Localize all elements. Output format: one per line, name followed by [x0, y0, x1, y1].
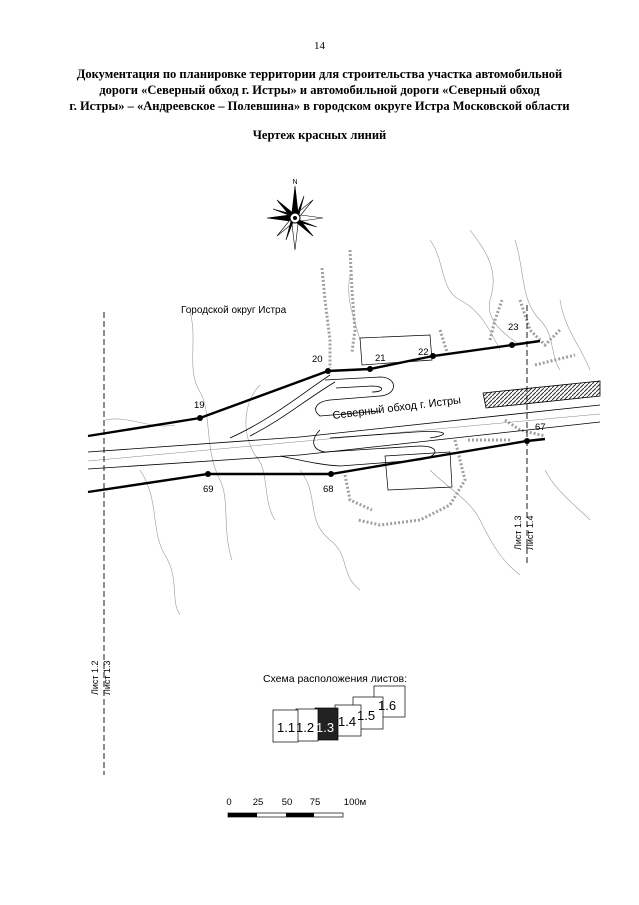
- scale-tick-75: 75: [310, 797, 321, 808]
- sheet-box-1.1: [272, 709, 299, 743]
- parcel-boundaries: [320, 249, 576, 527]
- point-label-69: 69: [203, 484, 214, 495]
- district-label: Городской округ Истра: [181, 305, 287, 316]
- scale-tick-50: 50: [282, 797, 293, 808]
- compass-rose-icon: [266, 185, 324, 251]
- sheet-label-1.5: 1.5: [357, 708, 375, 723]
- interchange-parcels: [359, 334, 453, 491]
- turning-point-67: [524, 438, 530, 444]
- point-label-23: 23: [508, 322, 519, 333]
- sheet-box-1.4: [334, 704, 362, 737]
- scale-tick-100: 100м: [344, 797, 366, 808]
- sheet-label-1.6: 1.6: [378, 698, 396, 713]
- turning-point-20: [325, 368, 331, 374]
- drawing-title: Чертеж красных линий: [252, 128, 387, 142]
- document-title-line-2: дороги «Северный обход г. Истры» и автом…: [99, 83, 540, 97]
- sheet-boundary-left-label-2: Лист 1.3: [102, 660, 112, 695]
- page-number: 14: [314, 40, 325, 52]
- terrain-contours: [104, 229, 591, 616]
- sheet-label-1.2: 1.2: [296, 720, 314, 735]
- turning-point-22: [430, 353, 436, 359]
- sheet-boundary-right-label-1: Лист 1.3: [513, 515, 523, 550]
- point-label-68: 68: [323, 484, 334, 495]
- bridge-structure: [482, 380, 601, 409]
- sheet-boundary-right-label-2: Лист 1.4: [525, 515, 535, 550]
- scale-bar: 0 25 50 75 100м: [226, 797, 366, 818]
- turning-point-21: [367, 366, 373, 372]
- sheet-label-1.4: 1.4: [338, 714, 356, 729]
- point-label-67: 67: [535, 422, 546, 433]
- sheet-boundary-left-label-1: Лист 1.2: [90, 660, 100, 695]
- scale-tick-0: 0: [226, 797, 231, 808]
- document-title: Документация по планировке территории дл…: [30, 66, 609, 114]
- point-label-20: 20: [312, 354, 323, 365]
- compass-north-label: N: [292, 179, 297, 186]
- point-label-21: 21: [375, 353, 386, 364]
- sheet-schema: 1.1 1.2 1.3 1.4 1.5 1.6: [272, 685, 406, 743]
- turning-point-19: [197, 415, 203, 421]
- turning-point-23: [509, 342, 515, 348]
- point-label-22: 22: [418, 347, 429, 358]
- sheet-label-1.3: 1.3: [316, 720, 334, 735]
- point-label-19: 19: [194, 400, 205, 411]
- sheet-label-1.1: 1.1: [277, 720, 295, 735]
- scale-tick-25: 25: [253, 797, 264, 808]
- turning-point-69: [205, 471, 211, 477]
- document-title-line-3: г. Истры» – «Андреевское – Полевшина» в …: [69, 99, 570, 113]
- document-title-line-1: Документация по планировке территории дл…: [76, 67, 563, 81]
- turning-point-68: [328, 471, 334, 477]
- sheet-schema-title: Схема расположения листов:: [262, 673, 408, 685]
